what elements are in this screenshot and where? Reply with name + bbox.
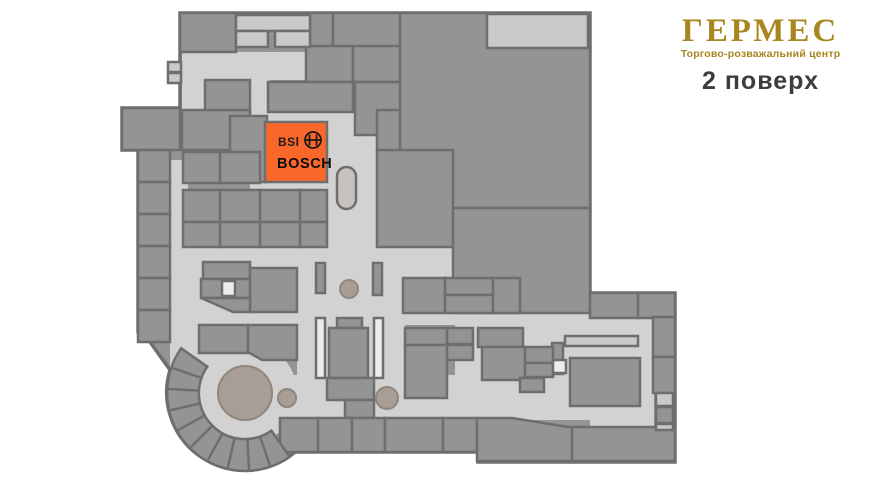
brand: ГЕРМЕС Торгово-розважальний центр 2 пове… (648, 14, 873, 96)
pillar-circle (375, 386, 399, 410)
stairs-fan (165, 346, 292, 473)
store-name-text: BOSCH (277, 156, 332, 172)
store-prefix-text: BSl (278, 135, 300, 149)
spiral-stair-circle (217, 365, 273, 421)
pillar-circles (217, 279, 399, 421)
pillar-circle (277, 388, 297, 408)
highlighted-store-bosch[interactable]: BSl BOSCH (263, 120, 332, 184)
highlighted-store-area[interactable] (263, 120, 329, 184)
light-rooms-layer (166, 12, 675, 432)
pillar-circle (339, 279, 359, 299)
brand-logo: ГЕРМЕС (681, 13, 840, 49)
floor-label: 2 поверх (701, 67, 819, 95)
brand-subtitle: Торгово-розважальний центр (680, 48, 841, 60)
bosch-armature-icon (304, 131, 322, 149)
